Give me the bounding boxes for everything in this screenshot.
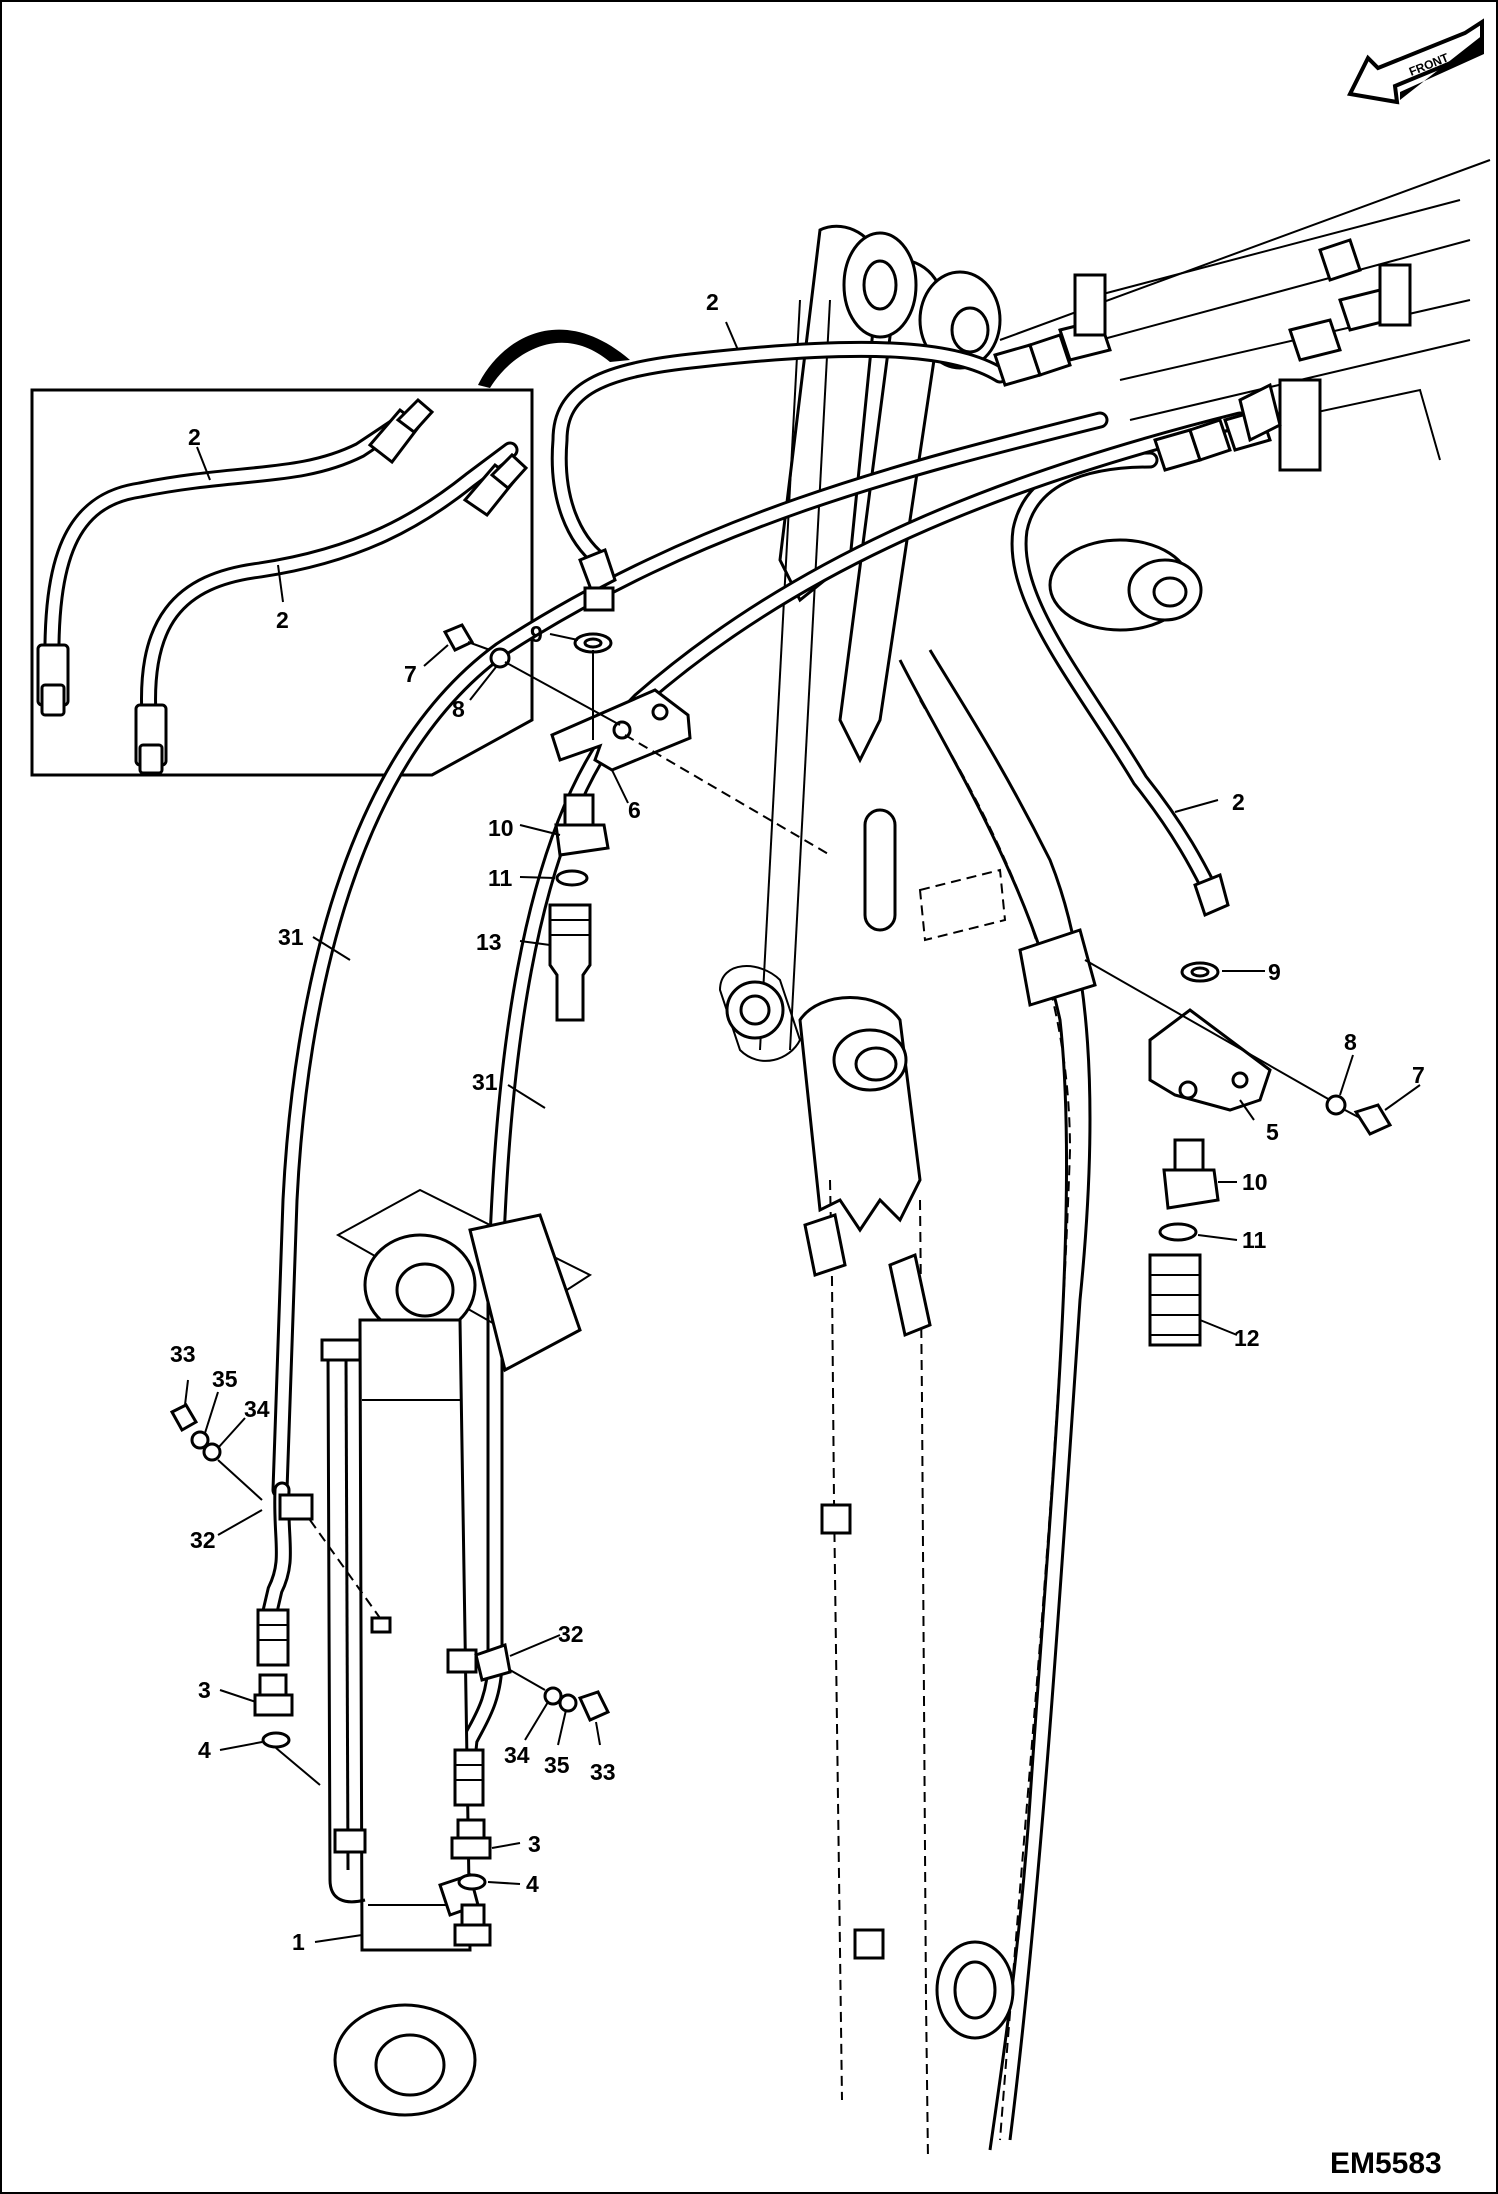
callout-4-right: 4 [526, 1871, 539, 1897]
callout-3-right: 3 [528, 1831, 541, 1857]
callout-3-left: 3 [198, 1677, 211, 1703]
callout-1: 1 [292, 1929, 305, 1955]
left-lower-fittings [169, 1403, 392, 1786]
callout-32-left: 32 [190, 1527, 216, 1553]
callout-7-right: 7 [1412, 1062, 1425, 1088]
callout-2-right: 2 [1232, 789, 1245, 815]
callout-8-left: 8 [452, 696, 465, 722]
callout-4-left: 4 [198, 1737, 211, 1763]
callout-35-left: 35 [212, 1366, 238, 1392]
callout-2-top: 2 [706, 289, 719, 315]
callout-35-right: 35 [544, 1752, 570, 1778]
callout-34-left: 34 [244, 1396, 270, 1422]
figure-code: EM5583 [1330, 2147, 1442, 2180]
callout-9-left: 9 [530, 621, 543, 647]
leader-lines [184, 321, 1421, 1943]
front-direction-arrow: FRONT [1347, 18, 1484, 105]
callout-6: 6 [628, 797, 641, 823]
callout-31-b: 31 [472, 1069, 498, 1095]
callout-2-inset-b: 2 [276, 607, 289, 633]
callout-12: 12 [1234, 1325, 1260, 1351]
callout-10-left: 10 [488, 815, 514, 841]
boom-structure [718, 159, 1491, 2161]
callout-32-right: 32 [558, 1621, 584, 1647]
callout-11-left: 11 [488, 865, 513, 891]
top-fittings [993, 238, 1412, 472]
callout-labels: 2 2 2 2 9 7 8 6 10 11 13 31 31 9 8 7 5 1… [170, 289, 1425, 1955]
right-lower-fittings [446, 1643, 611, 1947]
callout-7-left: 7 [404, 661, 417, 687]
callout-33-right: 33 [590, 1759, 616, 1785]
hose-inset [30, 329, 630, 777]
callout-34-right: 34 [504, 1742, 530, 1768]
left-fitting-assembly [442, 548, 831, 1022]
callout-5: 5 [1266, 1119, 1279, 1145]
callout-2-inset-a: 2 [188, 424, 201, 450]
hydraulic-cylinder [278, 1188, 593, 2117]
callout-10-right: 10 [1242, 1169, 1268, 1195]
right-fitting-assembly [1084, 872, 1393, 1347]
callout-31-a: 31 [278, 924, 304, 950]
callout-8-right: 8 [1344, 1029, 1357, 1055]
callout-13: 13 [476, 929, 502, 955]
callout-11-right: 11 [1242, 1227, 1267, 1253]
callout-33-left: 33 [170, 1341, 196, 1367]
callout-9-right: 9 [1268, 959, 1281, 985]
